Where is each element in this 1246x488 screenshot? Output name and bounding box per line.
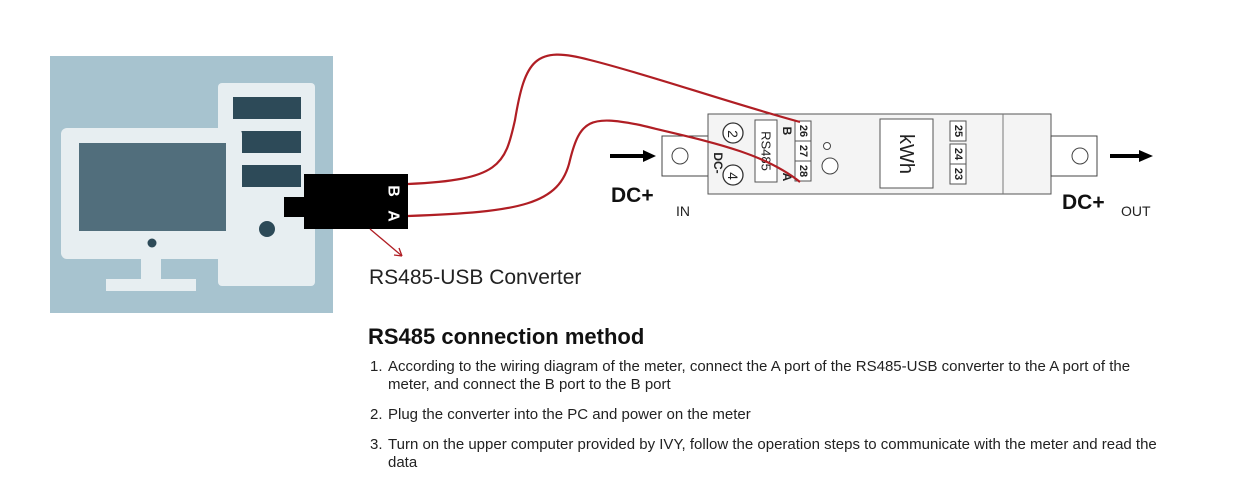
monitor-screen: [79, 143, 226, 231]
computer-illustration: [50, 56, 333, 313]
output-screw-icon: [1071, 147, 1089, 165]
converter-pin-a: A: [385, 210, 402, 222]
step-number: 3.: [370, 436, 383, 453]
terminal-28-box: [794, 160, 812, 182]
terminal-23-label: 23: [952, 168, 964, 180]
power-button-icon: [259, 221, 275, 237]
drive-bay-3: [233, 165, 301, 187]
terminal-25-label: 25: [952, 125, 964, 137]
method-heading-bold: RS485: [368, 324, 436, 349]
energy-meter: 2 DC- 4 B A RS485 26 27 28 kWh 25 24 23: [661, 113, 1098, 195]
rs485-wires: [369, 53, 801, 257]
monitor-base: [106, 279, 196, 291]
converter-body: [304, 174, 408, 229]
meter-pin-a: A: [780, 173, 794, 182]
step-number: 2.: [370, 406, 383, 423]
out-arrow-head-icon: [1139, 150, 1153, 162]
monitor-led-icon: [147, 238, 157, 248]
monitor-neck: [141, 258, 161, 280]
step-text: Plug the converter into the PC and power…: [388, 406, 751, 423]
terminal-4-icon: [722, 164, 744, 186]
usb-plug: [284, 197, 308, 217]
terminal-24-label: 24: [952, 148, 964, 161]
method-heading-rest: connection method: [435, 324, 645, 349]
method-heading: RS485 connection method: [368, 324, 644, 350]
dc-plus-in-label: DC+: [611, 184, 654, 207]
terminal-27-label: 27: [797, 145, 809, 157]
terminal-2-label: 2: [725, 130, 741, 138]
terminal-23-box: [949, 163, 967, 185]
drive-bay-2: [233, 131, 301, 153]
step-text: Turn on the upper computer provided by I…: [388, 436, 1157, 471]
drive-bay-1: [233, 97, 301, 119]
method-steps: 1. According to the wiring diagram of th…: [370, 358, 1170, 484]
method-step: 3. Turn on the upper computer provided b…: [370, 436, 1170, 472]
converter-pin-b: B: [385, 185, 402, 197]
out-label: OUT: [1121, 203, 1151, 219]
in-label: IN: [676, 203, 690, 219]
terminal-2-icon: [722, 122, 744, 144]
step-number: 1.: [370, 358, 383, 375]
method-step: 2. Plug the converter into the PC and po…: [370, 406, 1170, 424]
meter-pin-b: B: [780, 127, 794, 136]
terminal-4-label: 4: [725, 172, 741, 180]
in-arrow-head-icon: [643, 150, 656, 162]
converter-pointer-arrowhead: [393, 247, 403, 257]
method-step: 1. According to the wiring diagram of th…: [370, 358, 1170, 394]
converter-label: RS485-USB Converter: [369, 266, 582, 289]
wire-b: [407, 53, 801, 186]
meter-dc-minus-label: DC-: [711, 152, 725, 173]
terminal-28-label: 28: [797, 165, 809, 177]
indicator-led-icon: [823, 142, 831, 150]
terminal-26-label: 26: [797, 125, 809, 137]
meter-display: [879, 118, 934, 189]
rs485-box: [754, 119, 778, 183]
meter-button-icon: [821, 157, 839, 175]
input-screw-icon: [671, 147, 689, 165]
converter-pointer-line: [369, 228, 403, 257]
dc-plus-out-label: DC+: [1062, 191, 1105, 214]
wire-a: [407, 119, 801, 218]
rs485-usb-converter: B A: [284, 174, 408, 229]
power-connections: DC+ IN DC+ OUT: [610, 150, 1153, 219]
step-text: According to the wiring diagram of the m…: [388, 358, 1131, 393]
meter-display-label: kWh: [895, 134, 917, 174]
terminal-25-box: [949, 120, 967, 142]
